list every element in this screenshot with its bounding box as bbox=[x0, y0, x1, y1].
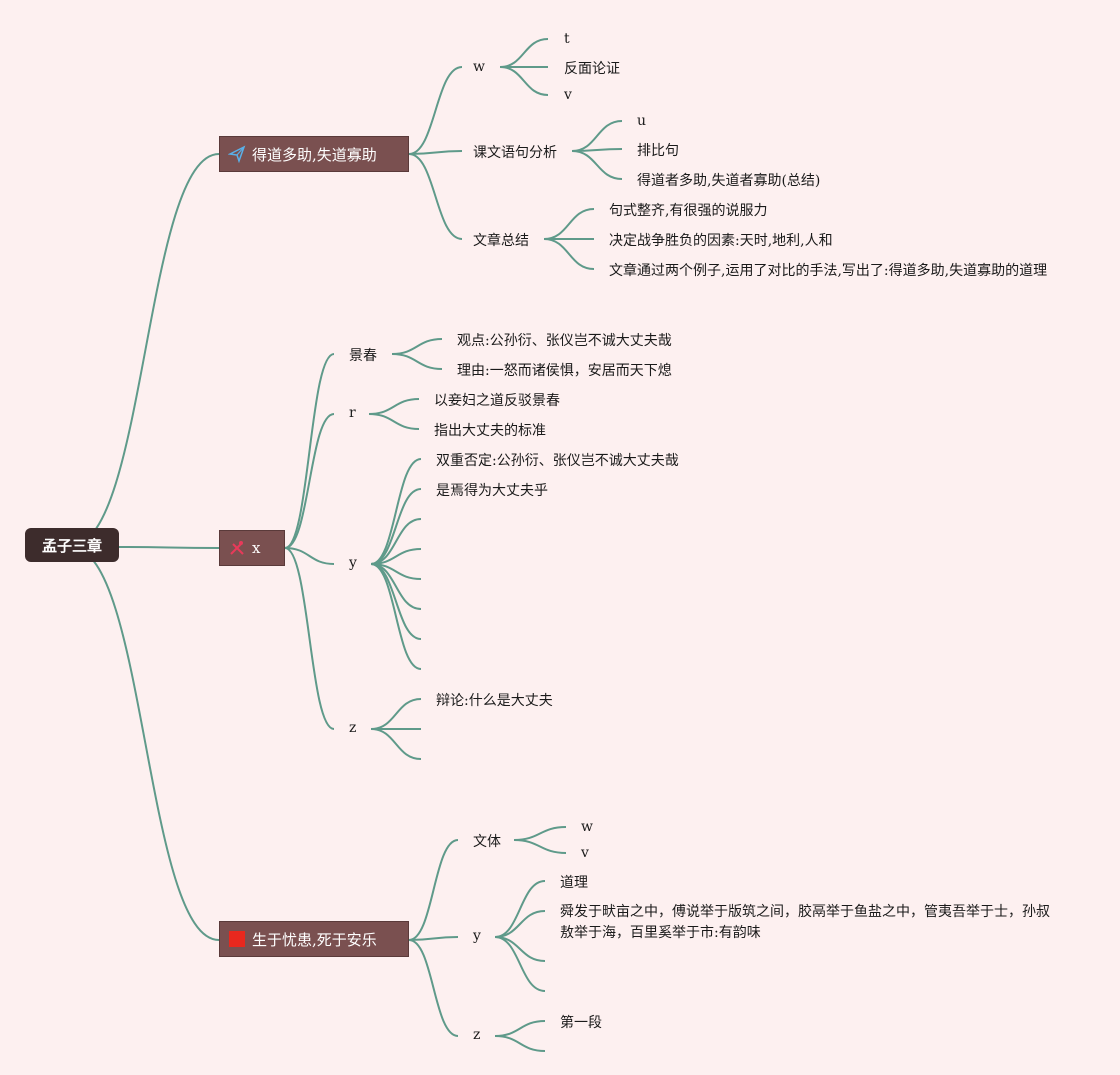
connector-line bbox=[571, 150, 623, 180]
topic-node[interactable]: 课文语句分析 bbox=[473, 145, 557, 161]
connector-line bbox=[370, 563, 422, 670]
connector-line bbox=[499, 38, 549, 68]
connector-line bbox=[494, 880, 546, 938]
topic-node[interactable]: w bbox=[473, 59, 485, 75]
connector-line bbox=[71, 547, 220, 941]
leaf-node[interactable]: 句式整齐,有很强的说服力 bbox=[609, 203, 768, 219]
leaf-node[interactable]: v bbox=[564, 87, 572, 103]
leaf-node[interactable]: 指出大丈夫的标准 bbox=[434, 423, 546, 439]
connector-line bbox=[513, 826, 567, 841]
branch-label: 得道多助,失道寡助 bbox=[252, 145, 377, 164]
branch-node-3[interactable]: 生于忧患,死于安乐 bbox=[219, 921, 409, 957]
connector-line bbox=[494, 936, 546, 992]
connector-line bbox=[543, 238, 595, 270]
connector-line bbox=[494, 910, 546, 938]
connector-line bbox=[408, 939, 459, 1037]
leaf-node[interactable]: 文章通过两个例子,运用了对比的手法,写出了:得道多助,失道寡助的道理 bbox=[609, 263, 1048, 279]
leaf-node[interactable]: 第一段 bbox=[560, 1015, 602, 1031]
connector-line bbox=[284, 413, 335, 549]
connector-line bbox=[543, 208, 595, 240]
connector-line bbox=[408, 153, 463, 240]
connector-line bbox=[370, 488, 422, 565]
topic-node[interactable]: z bbox=[349, 720, 357, 736]
connector-line bbox=[391, 338, 443, 355]
leaf-node[interactable]: 是焉得为大丈夫乎 bbox=[436, 483, 548, 499]
leaf-node[interactable]: 反面论证 bbox=[564, 61, 620, 77]
connector-line bbox=[284, 547, 335, 565]
leaf-node[interactable]: 排比句 bbox=[637, 143, 679, 159]
red-flag-icon bbox=[228, 930, 246, 948]
leaf-node[interactable]: 观点:公孙衍、张仪岂不诚大丈夫哉 bbox=[457, 333, 672, 349]
connector-line bbox=[370, 458, 422, 565]
branch-label: x bbox=[252, 539, 261, 557]
paper-plane-icon bbox=[228, 145, 246, 163]
topic-node[interactable]: 文体 bbox=[473, 834, 501, 850]
leaf-node[interactable]: 以妾妇之道反驳景春 bbox=[434, 393, 560, 409]
connector-line bbox=[408, 66, 463, 155]
connector-line bbox=[408, 150, 463, 155]
connector-line bbox=[368, 413, 420, 430]
leaf-node[interactable]: 舜发于畎亩之中，傅说举于版筑之间，胶鬲举于鱼盐之中，管夷吾举于士，孙叔敖举于海，… bbox=[560, 904, 1050, 941]
leaf-node[interactable]: 双重否定:公孙衍、张仪岂不诚大丈夫哉 bbox=[436, 453, 679, 469]
branch-label: 生于忧患,死于安乐 bbox=[252, 930, 377, 949]
leaf-node[interactable]: 得道者多助,失道者寡助(总结) bbox=[637, 173, 821, 189]
connector-line bbox=[284, 353, 335, 549]
leaf-node[interactable]: w bbox=[581, 819, 593, 835]
leaf-node[interactable]: 理由:一怒而诸侯惧，安居而天下熄 bbox=[457, 363, 672, 379]
connector-line bbox=[494, 1020, 546, 1037]
leaf-node[interactable]: 决定战争胜负的因素:天时,地利,人和 bbox=[609, 233, 833, 249]
connector-line bbox=[284, 547, 335, 730]
connector-line bbox=[494, 936, 546, 962]
connector-line bbox=[370, 728, 422, 760]
leaf-node[interactable]: t bbox=[564, 31, 570, 47]
connector-line bbox=[408, 839, 459, 941]
tools-icon bbox=[228, 539, 246, 557]
branch-node-1[interactable]: 得道多助,失道寡助 bbox=[219, 136, 409, 172]
connector-line bbox=[118, 546, 220, 549]
branch-node-2[interactable]: x bbox=[219, 530, 285, 566]
leaf-node[interactable]: v bbox=[581, 845, 589, 861]
connector-line bbox=[71, 153, 220, 546]
topic-node[interactable]: y bbox=[473, 928, 481, 944]
topic-node[interactable]: 文章总结 bbox=[473, 233, 529, 249]
topic-node[interactable]: z bbox=[473, 1027, 481, 1043]
connector-line bbox=[494, 1035, 546, 1052]
leaf-node[interactable]: 道理 bbox=[560, 875, 588, 891]
connector-line bbox=[513, 839, 567, 854]
connector-line bbox=[408, 936, 459, 941]
connector-line bbox=[391, 353, 443, 370]
connector-line bbox=[370, 698, 422, 730]
root-node[interactable]: 孟子三章 bbox=[25, 528, 119, 562]
connector-line bbox=[368, 398, 420, 415]
topic-node[interactable]: 景春 bbox=[349, 348, 377, 364]
topic-node[interactable]: r bbox=[349, 405, 356, 421]
leaf-node[interactable]: 辩论:什么是大丈夫 bbox=[436, 693, 553, 709]
topic-node[interactable]: y bbox=[349, 555, 357, 571]
connector-line bbox=[370, 563, 422, 640]
connector-line bbox=[499, 66, 549, 96]
connector-line bbox=[571, 120, 623, 152]
leaf-node[interactable]: u bbox=[637, 113, 647, 129]
